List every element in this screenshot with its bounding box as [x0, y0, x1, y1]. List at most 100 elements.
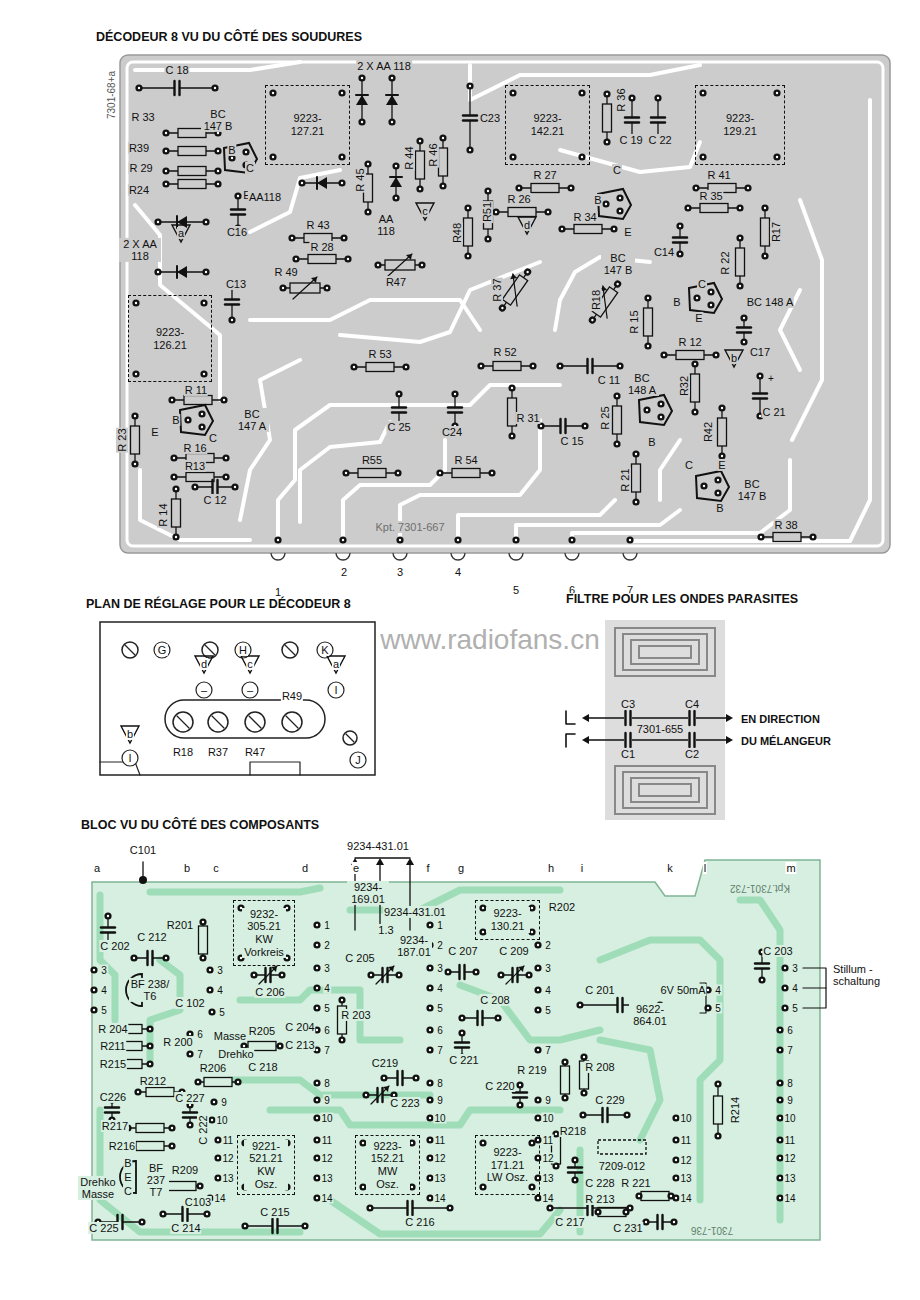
capacitor-plate	[661, 1215, 663, 1229]
pad-hole	[675, 1139, 677, 1141]
pad-hole	[616, 395, 618, 397]
pad-hole	[316, 1029, 318, 1031]
component-label: R 29	[128, 162, 153, 174]
pad-hole	[135, 302, 137, 304]
pin-number: 7	[436, 1045, 444, 1056]
component-label: Drehko	[217, 1048, 254, 1060]
capacitor-plate	[216, 480, 218, 494]
component-label: C 217	[554, 1216, 585, 1228]
capacitor-plate	[601, 1108, 603, 1122]
component-label: C 209	[498, 945, 529, 957]
resistor-symbol	[641, 1192, 669, 1201]
pad-hole	[345, 472, 347, 474]
solder-pad	[578, 153, 585, 160]
solder-pad	[626, 536, 633, 543]
capacitor-plate	[629, 733, 631, 747]
solder-pad	[699, 153, 706, 160]
arrowhead	[406, 858, 414, 865]
pin-number: 14	[783, 1193, 796, 1204]
solder-pad	[214, 180, 221, 187]
pad-hole	[760, 536, 762, 538]
pad-hole	[537, 1009, 539, 1011]
solder-pad	[323, 284, 330, 291]
component-label: R55	[361, 454, 383, 466]
pin-number: 10	[433, 1113, 446, 1124]
capacitor-plate	[231, 213, 245, 215]
component-label: R 25	[599, 405, 611, 430]
module-box: 9232- 305.21KW Vorkreis	[233, 900, 295, 966]
solder-pad	[162, 954, 169, 961]
solder-pad	[196, 1182, 203, 1189]
pin-number: 13	[541, 1173, 554, 1184]
pad-hole	[429, 1082, 431, 1084]
solder-pad	[509, 89, 516, 96]
pad-hole	[209, 989, 211, 991]
module-number: MW Osz.	[366, 1165, 410, 1190]
pad-hole	[419, 188, 421, 190]
resistor-symbol	[613, 406, 622, 434]
module-box: 9223- 142.21	[505, 85, 590, 165]
pad-hole	[646, 409, 648, 411]
solder-pad	[104, 912, 111, 919]
solder-pad	[657, 413, 664, 420]
resistor-symbol	[508, 208, 536, 217]
pad-hole	[173, 476, 175, 478]
solder-pad	[580, 1053, 587, 1060]
board-number: Kpt. 7301-667	[374, 521, 445, 533]
component-label: R24	[128, 184, 150, 196]
diode-bar	[386, 94, 398, 96]
pad-hole	[487, 238, 489, 240]
pad-hole	[343, 237, 345, 239]
solder-pad	[231, 483, 238, 490]
board-number: 7301-68+a	[106, 70, 117, 120]
pad-hole	[619, 365, 621, 367]
pad-hole	[429, 1099, 431, 1101]
solder-pad	[426, 1096, 433, 1103]
solder-pad	[214, 167, 221, 174]
solder-pad	[301, 1222, 308, 1229]
copper-gap	[250, 300, 480, 330]
pad-hole	[429, 987, 431, 989]
edge-connector-tab	[509, 553, 523, 560]
solder-pad	[388, 74, 395, 81]
copper-gap	[792, 200, 822, 440]
component-label: R48	[451, 222, 463, 244]
pad-hole	[217, 183, 219, 185]
module-number: 9232- 305.21	[242, 908, 286, 933]
capacitor-plate	[101, 926, 115, 928]
pad-hole	[217, 132, 219, 134]
pad-hole	[675, 1159, 677, 1161]
pad-hole	[717, 492, 719, 494]
pin-number: 3	[323, 963, 331, 974]
trimmer-slot-line	[177, 716, 189, 728]
component-label: R 35	[698, 190, 723, 202]
callout-label: I	[127, 752, 132, 764]
pad-hole	[467, 207, 469, 209]
capacitor-lead	[180, 87, 216, 88]
solder-pad	[534, 1136, 541, 1143]
coil-core-screw	[282, 642, 298, 658]
copper-gap	[560, 142, 700, 172]
solder-pad	[392, 162, 399, 169]
resistor-symbol	[172, 499, 181, 527]
module-number: 9223- 129.21	[718, 112, 762, 137]
diode-body	[177, 266, 187, 278]
pad-hole	[367, 163, 369, 165]
solder-pad	[515, 184, 522, 191]
solder-pad	[509, 153, 516, 160]
capacitor-plate	[693, 733, 695, 747]
pin-number: 6	[786, 1025, 794, 1036]
component-label: R18	[590, 289, 602, 311]
pin-number: 7	[196, 1049, 204, 1060]
polarity-mark: +	[768, 373, 774, 384]
solder-pad	[761, 252, 768, 259]
trimmer-slot	[165, 700, 325, 738]
solder-pad	[736, 282, 743, 289]
pad-hole	[625, 1211, 627, 1213]
pad-hole	[316, 924, 318, 926]
solder-pad	[439, 134, 446, 141]
pad-hole	[199, 1185, 201, 1187]
solder-pad	[477, 362, 484, 369]
resistor-symbol	[561, 1066, 570, 1094]
solder-pad	[132, 299, 139, 306]
